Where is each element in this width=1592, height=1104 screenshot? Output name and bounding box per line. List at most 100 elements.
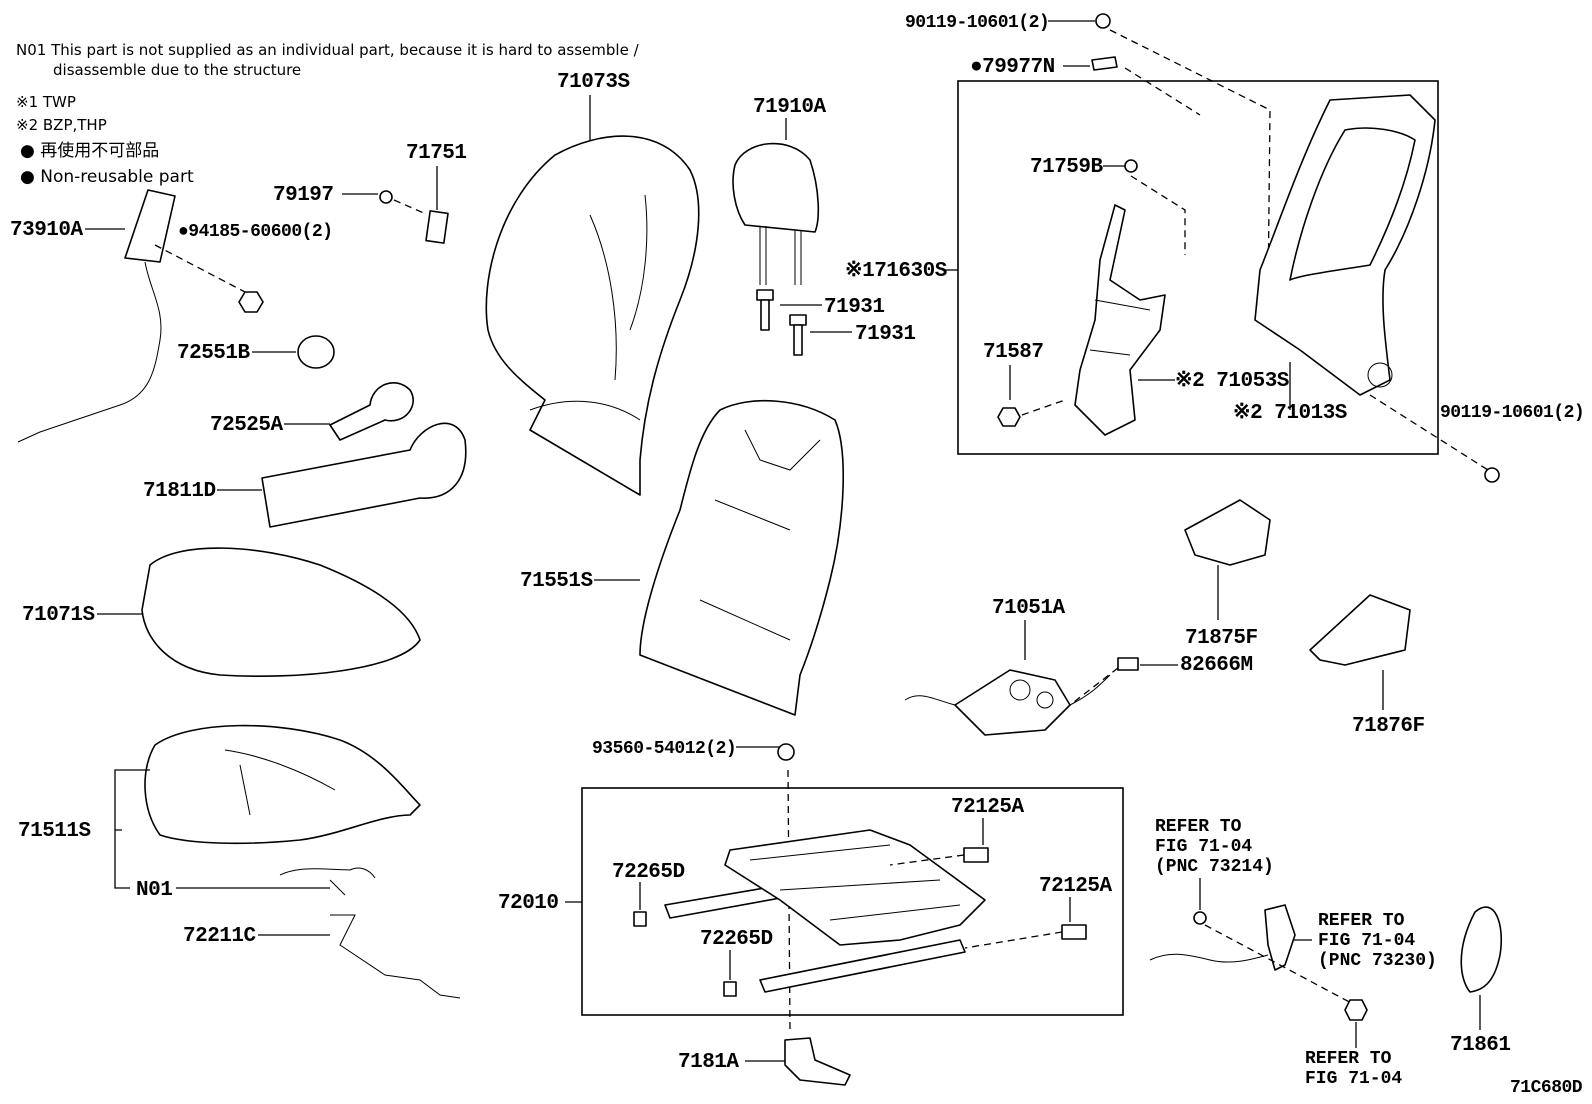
legend-reuse-jp: ● 再使用不可部品 xyxy=(20,140,159,161)
label-71931-a: 71931 xyxy=(824,296,885,319)
bracket-7181A-drawing xyxy=(784,1037,851,1086)
dash-79977N xyxy=(1124,67,1201,116)
label-71053S: ※2 71053S xyxy=(1175,369,1289,393)
buckle-drawing xyxy=(1149,904,1296,971)
nut-71587-drawing xyxy=(997,407,1021,427)
cushion-pad-drawing xyxy=(141,547,421,677)
label-90119-b: 90119-10601(2) xyxy=(1440,403,1584,423)
label-90119-a: 90119-10601(2) xyxy=(905,13,1049,33)
label-72265D-a: 72265D xyxy=(612,861,685,884)
label-71511S: 71511S xyxy=(18,820,91,843)
label-94185: ●94185-60600(2) xyxy=(178,222,333,242)
screw-79197-drawing xyxy=(379,190,393,204)
dash-72125A-a xyxy=(889,854,965,866)
label-71910A: 71910A xyxy=(753,96,827,119)
label-72551B: 72551B xyxy=(177,342,251,365)
lumbar-support-drawing xyxy=(1074,204,1166,436)
bolt-90119-b-drawing xyxy=(1484,467,1500,483)
label-7181A: 7181A xyxy=(678,1051,739,1074)
dash-79197 xyxy=(393,199,427,215)
clip-82666M-drawing xyxy=(1117,657,1139,671)
label-72211C: 72211C xyxy=(183,925,257,948)
label-71931-b: 71931 xyxy=(855,323,916,346)
label-71875F: 71875F xyxy=(1185,627,1258,650)
mechanism-71051A-drawing xyxy=(904,669,1111,736)
dash-ref-3 xyxy=(1204,924,1356,1006)
cover-71861-drawing xyxy=(1460,906,1503,993)
note-n01-line2: disassemble due to the structure xyxy=(53,61,301,79)
label-72265D-b: 72265D xyxy=(700,928,773,951)
n01-wire-drawing xyxy=(279,867,376,896)
note-mark2: ※2 BZP,THP xyxy=(16,116,107,134)
lever-72525A-drawing xyxy=(329,381,414,441)
ref-2-line3: (PNC 73230) xyxy=(1318,951,1437,971)
seat-adjuster-drawing xyxy=(664,829,986,993)
nut-71759B-drawing xyxy=(1124,159,1138,173)
leader-71511S xyxy=(114,769,150,831)
label-79197: 79197 xyxy=(273,184,334,207)
headrest-guide-1-drawing xyxy=(756,289,774,331)
ref-2-line1: REFER TO xyxy=(1318,911,1405,931)
ref-2-line2: FIG 71-04 xyxy=(1318,931,1415,951)
note-n01-line1: N01 This part is not supplied as an indi… xyxy=(16,41,640,59)
wire-72211C-drawing xyxy=(330,914,461,999)
ref-1-line1: REFER TO xyxy=(1155,817,1242,837)
dash-71587 xyxy=(1021,399,1066,416)
cover-71875F-drawing xyxy=(1184,499,1271,566)
nut-ref-3-drawing xyxy=(1344,999,1368,1021)
label-72525A: 72525A xyxy=(210,414,284,437)
label-71759B: 71759B xyxy=(1030,156,1104,179)
switch-73910A-drawing xyxy=(17,189,176,443)
cover-72125A-b-drawing xyxy=(1061,924,1087,940)
bolt-93560-drawing xyxy=(777,743,795,761)
label-71630S: ※171630S xyxy=(845,259,947,283)
seatback-frame-drawing xyxy=(1254,94,1436,396)
cap-72265D-a-drawing xyxy=(633,911,647,927)
dash-82666M xyxy=(1069,667,1119,706)
label-N01: N01 xyxy=(136,879,172,902)
label-71811D: 71811D xyxy=(143,480,216,503)
ref-3-line1: REFER TO xyxy=(1305,1049,1392,1069)
label-72010: 72010 xyxy=(498,892,559,915)
cover-72125A-a-drawing xyxy=(963,847,989,863)
seatback-frame-box xyxy=(957,80,1439,455)
label-79977N: ●79977N xyxy=(970,56,1055,79)
leader-71511S-n01 xyxy=(114,830,130,889)
ref-1-line3: (PNC 73214) xyxy=(1155,857,1274,877)
label-71587: 71587 xyxy=(983,341,1044,364)
knob-72551B-drawing xyxy=(297,335,335,369)
label-71013S: ※2 71013S xyxy=(1233,401,1347,425)
label-71071S: 71071S xyxy=(22,604,95,627)
label-71751: 71751 xyxy=(406,142,467,165)
headrest-guide-2-drawing xyxy=(789,314,807,356)
cushion-cover-drawing xyxy=(144,724,421,845)
label-72125A-a: 72125A xyxy=(951,796,1025,819)
bolt-ref-1-drawing xyxy=(1193,911,1207,925)
headrest-drawing xyxy=(732,142,820,285)
dash-90119-a xyxy=(1109,29,1271,301)
label-93560: 93560-54012(2) xyxy=(592,739,736,759)
label-71551S: 71551S xyxy=(520,570,593,593)
clip-71751-drawing xyxy=(425,210,449,244)
bolt-90119-a-drawing xyxy=(1095,13,1111,29)
label-71051A: 71051A xyxy=(992,597,1066,620)
label-71861: 71861 xyxy=(1450,1034,1511,1057)
label-71876F: 71876F xyxy=(1352,715,1425,738)
ref-1-line2: FIG 71-04 xyxy=(1155,837,1252,857)
label-82666M: 82666M xyxy=(1180,654,1253,677)
diagram-code: 71C680D xyxy=(1510,1078,1583,1098)
cap-72265D-b-drawing xyxy=(723,981,737,997)
label-79977N-drawing xyxy=(1091,56,1118,71)
dash-71759B xyxy=(1130,175,1186,255)
note-mark1: ※1 TWP xyxy=(16,93,76,111)
legend-reuse-en: ● Non-reusable part xyxy=(20,167,194,187)
label-71073S: 71073S xyxy=(557,71,630,94)
shield-71811D-drawing xyxy=(261,422,467,528)
seatback-cover-drawing xyxy=(639,399,844,716)
seatback-pad-drawing xyxy=(485,135,700,496)
cover-71876F-drawing xyxy=(1309,594,1411,666)
label-73910A: 73910A xyxy=(10,219,84,242)
dash-94185 xyxy=(154,244,246,293)
